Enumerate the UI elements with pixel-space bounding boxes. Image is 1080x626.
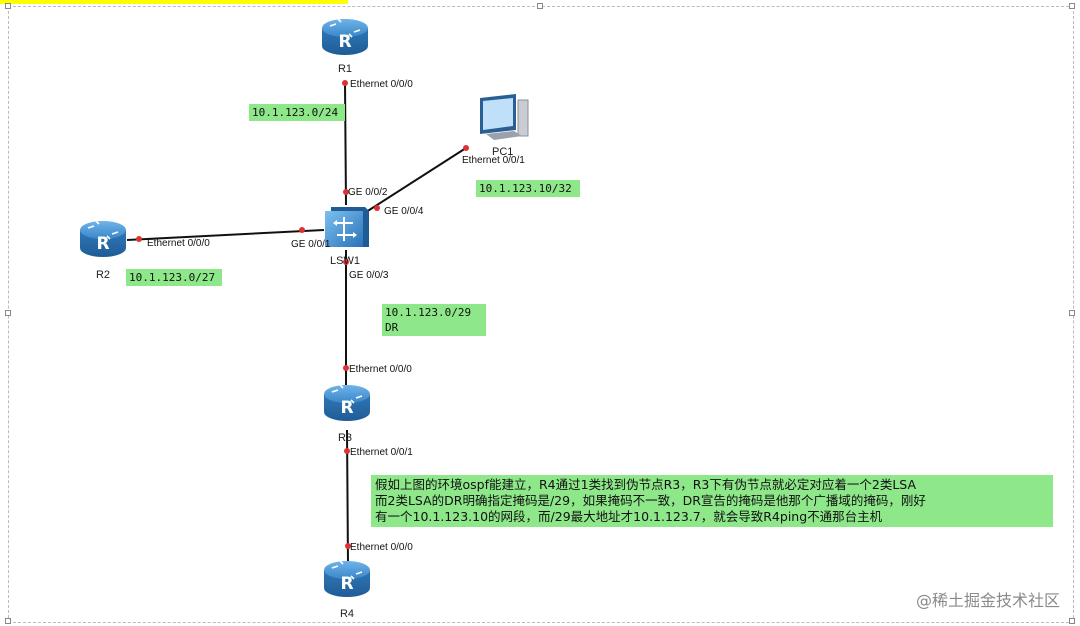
port-dot-pc1 [463,145,469,151]
network-note-r1[interactable]: 10.1.123.0/24 [249,104,345,121]
device-label-pc1: PC1 [492,146,513,158]
resize-handle-mid-right[interactable] [1069,310,1075,316]
port-dot-r1 [342,80,348,86]
port-label-r3-eth1: Ethernet 0/0/1 [350,447,413,458]
switch-icon-lsw1 [325,207,369,247]
router-icon-r3 [323,384,371,422]
resize-handle-top-left[interactable] [5,3,11,9]
resize-handle-top-mid[interactable] [537,3,543,9]
port-dot-r3-e1 [344,448,350,454]
port-dot-sw-ge1 [299,227,305,233]
port-dot-sw-ge3 [343,259,349,265]
network-note-pc1[interactable]: 10.1.123.10/32 [476,180,580,197]
explanation-text-box[interactable]: 假如上图的环境ospf能建立，R4通过1类找到伪节点R3，R3下有伪节点就必定对… [371,475,1053,527]
network-note-r2[interactable]: 10.1.123.0/27 [126,269,222,286]
resize-handle-top-right[interactable] [1069,3,1075,9]
router-icon-r4 [323,560,371,598]
port-label-sw-ge1: GE 0/0/1 [291,239,331,250]
port-label-sw-ge2: GE 0/0/2 [348,187,388,198]
port-label-sw-ge4: GE 0/0/4 [384,206,424,217]
watermark-text: @稀土掘金技术社区 [915,591,1060,610]
port-dot-r3-e0 [343,365,349,371]
resize-handle-bottom-left[interactable] [5,618,11,624]
port-label-pc-eth: Ethernet 0/0/1 [462,155,525,166]
port-label-r2-eth: Ethernet 0/0/0 [147,238,210,249]
port-label-r4-eth: Ethernet 0/0/0 [350,542,413,553]
device-label-r2: R2 [96,269,110,281]
pc-icon-pc1 [480,94,529,140]
device-label-r3: R3 [338,432,352,444]
router-icon-r2 [79,220,127,258]
port-label-sw-ge3: GE 0/0/3 [349,270,389,281]
link-r1-lsw1 [344,82,347,206]
port-label-r3-eth0: Ethernet 0/0/0 [349,364,412,375]
port-label-r1-eth: Ethernet 0/0/0 [350,79,413,90]
device-label-r4: R4 [340,608,354,620]
port-dot-sw-ge2 [343,189,349,195]
resize-handle-bottom-right[interactable] [1069,618,1075,624]
device-label-lsw1: LSW1 [330,255,360,267]
link-pc1-lsw1 [362,147,467,215]
router-icon-r1 [321,18,369,56]
port-dot-r2 [136,236,142,242]
port-dot-r4 [345,543,351,549]
link-r2-lsw1 [126,229,325,241]
network-note-r3-dr[interactable]: 10.1.123.0/29 DR [382,304,486,336]
selection-highlight-bar [0,0,348,4]
resize-handle-mid-left[interactable] [5,310,11,316]
port-dot-sw-ge4 [374,205,380,211]
device-label-r1: R1 [338,63,352,75]
